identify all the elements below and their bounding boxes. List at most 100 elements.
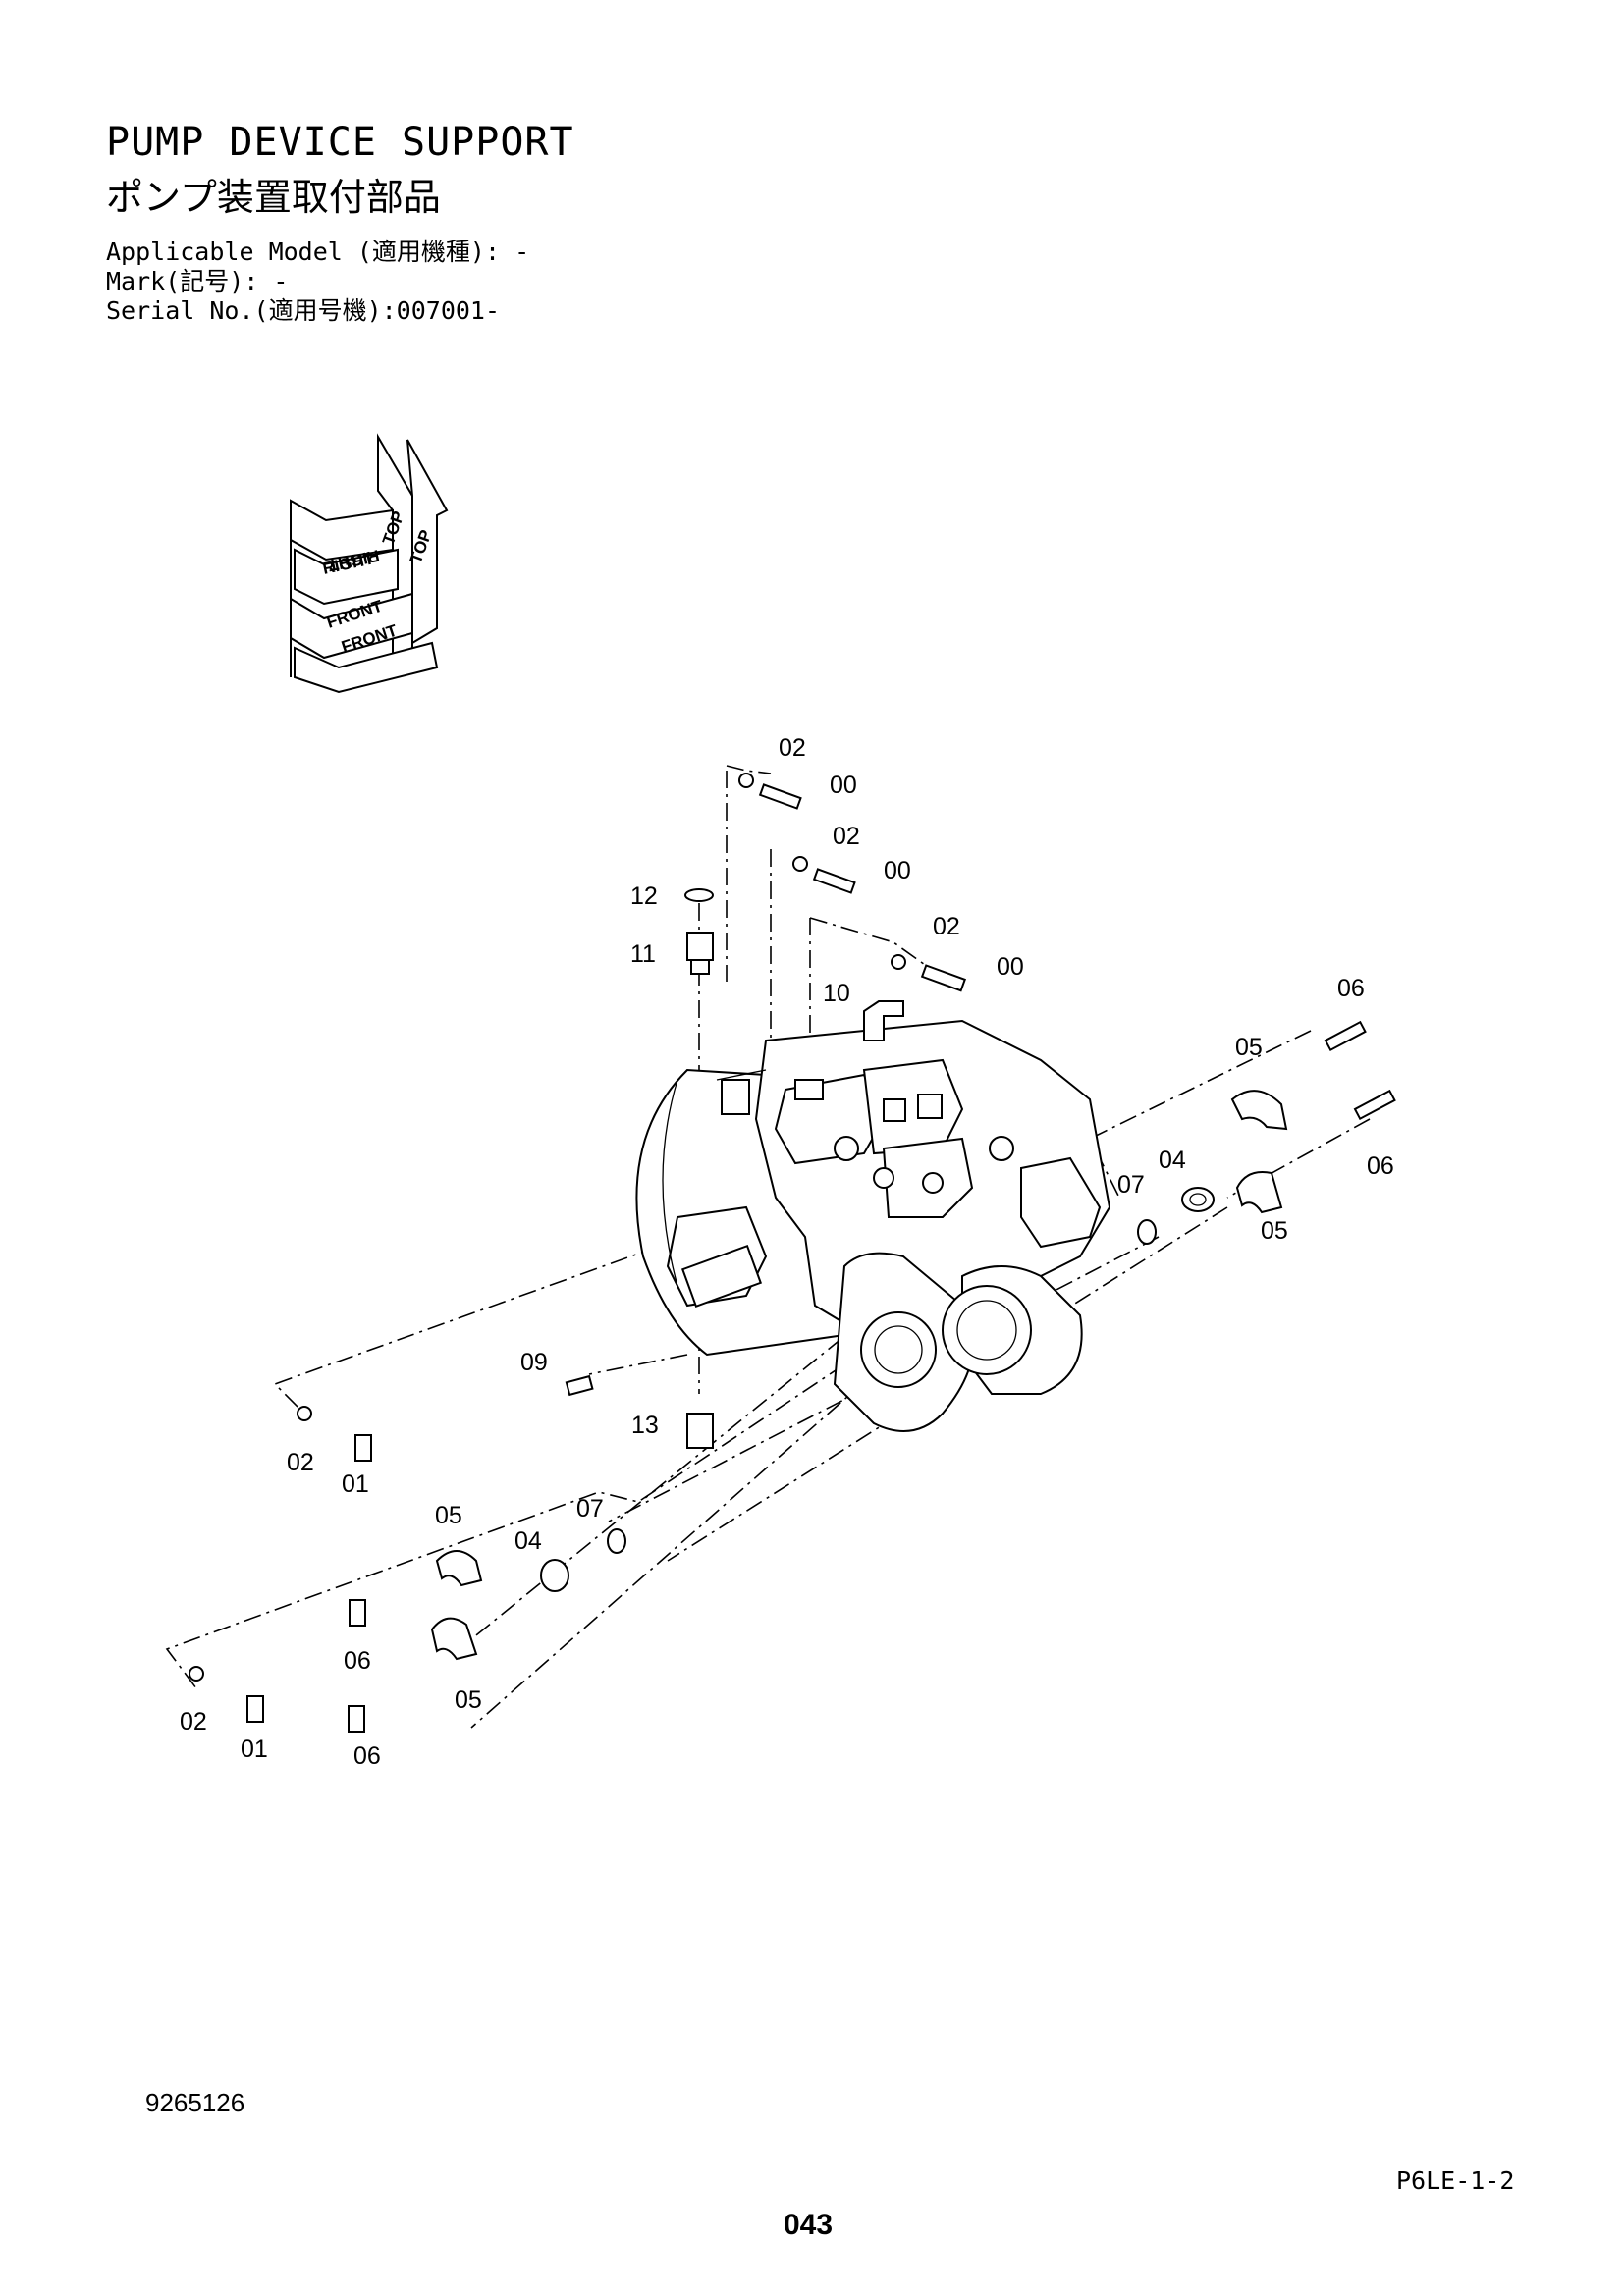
port-left-inner <box>874 1325 923 1374</box>
fitting-13 <box>686 1413 714 1449</box>
port-right <box>942 1285 1032 1375</box>
callout-02: 02 <box>180 1708 207 1735</box>
flange-edge <box>716 1069 767 1081</box>
elbow-10 <box>863 1000 904 1041</box>
callout-01: 01 <box>342 1470 369 1498</box>
fitting-thread <box>690 959 710 975</box>
bolt <box>812 868 856 894</box>
fitting <box>917 1094 943 1119</box>
callout-07: 07 <box>1117 1171 1145 1199</box>
washer <box>792 856 808 872</box>
bracket <box>435 1550 483 1587</box>
callout-02: 02 <box>287 1449 314 1476</box>
o-ring-12 <box>684 888 714 902</box>
bolt-00-top <box>738 773 802 810</box>
callout-12: 12 <box>630 882 658 910</box>
washer <box>891 954 906 970</box>
elbow <box>863 1000 904 1041</box>
bolt-01-upper <box>297 1406 372 1462</box>
bracket-05-left-lower <box>430 1617 478 1661</box>
washer-02 <box>189 1666 204 1682</box>
callout-06: 06 <box>1367 1152 1394 1180</box>
callout-04: 04 <box>514 1527 542 1555</box>
bracket-05-right-lower <box>1235 1171 1283 1214</box>
washer <box>738 773 754 788</box>
fitting <box>686 1413 714 1449</box>
fitting <box>565 1374 594 1397</box>
bushing <box>1181 1187 1215 1212</box>
callout-06: 06 <box>353 1742 381 1770</box>
page-title-ja: ポンプ装置取付部品 <box>106 176 441 219</box>
bolt <box>920 964 967 992</box>
fitting-11 <box>686 932 714 975</box>
bracket-05-left-upper <box>435 1550 483 1587</box>
bolt <box>758 783 802 810</box>
callout-00: 00 <box>997 953 1024 981</box>
orientation-arrows: TOP TOP RIGHT RIGHT FRONT FRONT <box>290 433 449 694</box>
align-line <box>273 1246 659 1415</box>
callout-10: 10 <box>823 980 850 1007</box>
callout-00: 00 <box>830 772 857 799</box>
fitting <box>922 1172 944 1194</box>
port-right-inner <box>956 1300 1017 1361</box>
callout-06: 06 <box>1337 975 1365 1002</box>
callout-02: 02 <box>779 734 806 762</box>
page-code: P6LE-1-2 <box>1396 2166 1515 2195</box>
page-number: 043 <box>784 2209 834 2241</box>
reference-number: 9265126 <box>145 2088 245 2117</box>
fitting <box>721 1079 750 1115</box>
align-line <box>165 1363 845 1689</box>
bushing <box>540 1559 569 1592</box>
callout-07: 07 <box>576 1495 604 1522</box>
right-arrow-front <box>294 548 399 606</box>
bolt-06-right-lower <box>1353 1089 1396 1121</box>
callout-00: 00 <box>884 857 911 884</box>
bolt-00-low <box>891 954 967 992</box>
align-line <box>726 765 772 774</box>
fitting <box>794 1079 824 1100</box>
bracket-05-right-upper <box>1230 1090 1288 1131</box>
bolt <box>1324 1020 1367 1052</box>
fitting <box>834 1136 859 1161</box>
serial-number: Serial No.(適用号機):007001- <box>106 296 501 325</box>
align-line <box>1088 1030 1312 1199</box>
bolt-01-lower <box>189 1666 264 1723</box>
regulator-plate <box>680 1244 763 1308</box>
callout-01: 01 <box>241 1735 268 1763</box>
callout-06: 06 <box>344 1647 371 1675</box>
callout-09: 09 <box>520 1349 548 1376</box>
o-ring-07-right <box>1137 1219 1157 1245</box>
bolt-06-left-lower <box>348 1705 365 1733</box>
mark: Mark(記号): - <box>106 267 289 295</box>
bolt <box>246 1695 264 1723</box>
o-ring-07-left <box>607 1528 626 1554</box>
bushing-04-left <box>540 1559 569 1592</box>
applicable-model: Applicable Model (適用機種): - <box>106 238 530 266</box>
bushing-04-right <box>1181 1187 1215 1212</box>
callout-05: 05 <box>1235 1034 1263 1061</box>
callout-05: 05 <box>455 1686 482 1714</box>
bolt <box>1353 1089 1396 1121</box>
bracket <box>1230 1090 1288 1131</box>
pump-end-block <box>1020 1156 1102 1249</box>
fitting <box>989 1136 1014 1161</box>
bolt-00-mid <box>792 856 856 894</box>
fitting <box>883 1098 906 1122</box>
callout-02: 02 <box>933 913 960 940</box>
valve-block-2 <box>862 1058 964 1155</box>
fitting-09 <box>565 1374 594 1397</box>
callout-05: 05 <box>435 1502 462 1529</box>
callout-13: 13 <box>631 1412 659 1439</box>
bracket <box>1235 1171 1283 1214</box>
port-left <box>860 1311 937 1388</box>
page-title-en: PUMP DEVICE SUPPORT <box>106 120 574 165</box>
bushing-hole <box>1189 1193 1207 1206</box>
align-line <box>588 1354 688 1375</box>
align-line <box>608 1236 1160 1522</box>
callout-labels: 02 00 02 00 02 00 12 11 10 06 05 04 07 0… <box>180 734 1394 1770</box>
front-arrow-front <box>294 641 439 694</box>
bracket <box>430 1617 478 1661</box>
bolt-06-left-upper <box>349 1599 366 1627</box>
fitting <box>873 1167 894 1189</box>
callout-05: 05 <box>1261 1217 1288 1245</box>
